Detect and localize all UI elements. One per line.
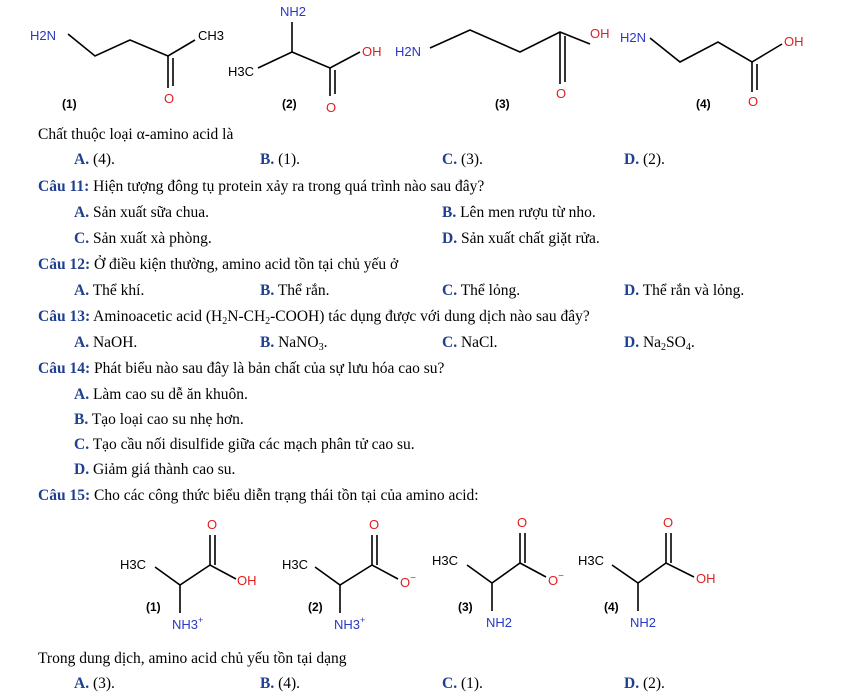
q12-option-c[interactable]: C. Thể lỏng.: [442, 282, 521, 299]
group-o: O: [326, 100, 336, 115]
group-o: O: [663, 515, 673, 530]
q11-option-b[interactable]: B. Lên men rượu từ nho.: [442, 204, 596, 221]
structure-label: (3): [495, 97, 510, 111]
q11-option-a[interactable]: A. Sản xuất sữa chua.: [74, 204, 209, 221]
group-h3c: H3C: [578, 553, 604, 568]
group-oh: OH: [696, 571, 716, 586]
q13-option-a[interactable]: A. NaOH.: [74, 334, 138, 351]
group-o: O: [207, 517, 217, 532]
q11-option-c[interactable]: C. Sản xuất xà phòng.: [74, 230, 212, 247]
q12-option-b[interactable]: B. Thể rắn.: [260, 282, 330, 299]
group-h2n: H2N: [395, 44, 421, 59]
group-o-minus: O−: [548, 571, 564, 588]
group-o: O: [164, 91, 174, 106]
group-ch3: CH3: [198, 28, 224, 43]
q15-option-d[interactable]: D. (2).: [624, 675, 665, 692]
q13-option-d[interactable]: D. Na2SO4.: [624, 334, 695, 353]
group-nh2: NH2: [630, 615, 656, 630]
q10-option-d[interactable]: D. (2).: [624, 151, 665, 168]
q15-option-b[interactable]: B. (4).: [260, 675, 301, 692]
question-11: Câu 11: Hiện tượng đông tụ protein xảy r…: [38, 178, 485, 195]
group-h3c: H3C: [120, 557, 146, 572]
group-o: O: [517, 515, 527, 530]
group-oh: OH: [784, 34, 804, 49]
question-13: Câu 13: Aminoacetic acid (H2N-CH2-COOH) …: [38, 308, 590, 327]
group-o: O: [369, 517, 379, 532]
structure-label: (4): [696, 97, 711, 111]
group-nh2: NH2: [280, 4, 306, 19]
question-15: Câu 15: Cho các công thức biểu diễn trạn…: [38, 487, 479, 504]
q10-option-c[interactable]: C. (3).: [442, 151, 483, 168]
structure-label: (1): [62, 97, 77, 111]
q10-option-b[interactable]: B. (1).: [260, 151, 301, 168]
q14-option-c[interactable]: C. Tạo cầu nối disulfide giữa các mạch p…: [74, 436, 415, 453]
group-o-minus: O−: [400, 573, 416, 590]
structure-label: (4): [604, 600, 619, 614]
question-15-follow: Trong dung dịch, amino acid chủ yếu tồn …: [38, 650, 347, 667]
structure-label: (2): [308, 600, 323, 614]
group-oh: OH: [362, 44, 382, 59]
q12-option-d[interactable]: D. Thể rắn và lỏng.: [624, 282, 745, 299]
q10-option-a[interactable]: A. (4).: [74, 151, 115, 168]
group-h3c: H3C: [432, 553, 458, 568]
group-oh: OH: [237, 573, 257, 588]
group-o: O: [556, 86, 566, 101]
group-o: O: [748, 94, 758, 109]
group-nh3-plus: NH3+: [334, 615, 365, 632]
group-nh2: NH2: [486, 615, 512, 630]
q12-option-a[interactable]: A. Thể khí.: [74, 282, 145, 299]
top-structures: H2N CH3 O NH2 H3C OH O H2N OH O H2N OH O…: [30, 4, 804, 115]
q15-option-a[interactable]: A. (3).: [74, 675, 115, 692]
q13-option-b[interactable]: B. NaNO3.: [260, 334, 328, 353]
structure-label: (3): [458, 600, 473, 614]
question-10-stem: Chất thuộc loại α-amino acid là: [38, 126, 234, 143]
q14-option-d[interactable]: D. Giảm giá thành cao su.: [74, 461, 236, 478]
group-h3c: H3C: [282, 557, 308, 572]
group-h2n: H2N: [30, 28, 56, 43]
q15-structures: O H3C OH NH3+ O H3C O− NH3+ O H3C O− NH2…: [120, 515, 716, 632]
q14-option-b[interactable]: B. Tạo loại cao su nhẹ hơn.: [74, 411, 244, 428]
q11-option-d[interactable]: D. Sản xuất chất giặt rửa.: [442, 230, 600, 247]
group-oh: OH: [590, 26, 610, 41]
group-h3c: H3C: [228, 64, 254, 79]
question-12: Câu 12: Ở điều kiện thường, amino acid t…: [38, 256, 399, 273]
q14-option-a[interactable]: A. Làm cao su dễ ăn khuôn.: [74, 386, 248, 403]
question-14: Câu 14: Phát biểu nào sau đây là bản chấ…: [38, 360, 445, 377]
structure-label: (2): [282, 97, 297, 111]
group-h2n: H2N: [620, 30, 646, 45]
structure-label: (1): [146, 600, 161, 614]
q13-option-c[interactable]: C. NaCl.: [442, 334, 498, 351]
q15-option-c[interactable]: C. (1).: [442, 675, 483, 692]
group-nh3-plus: NH3+: [172, 615, 203, 632]
